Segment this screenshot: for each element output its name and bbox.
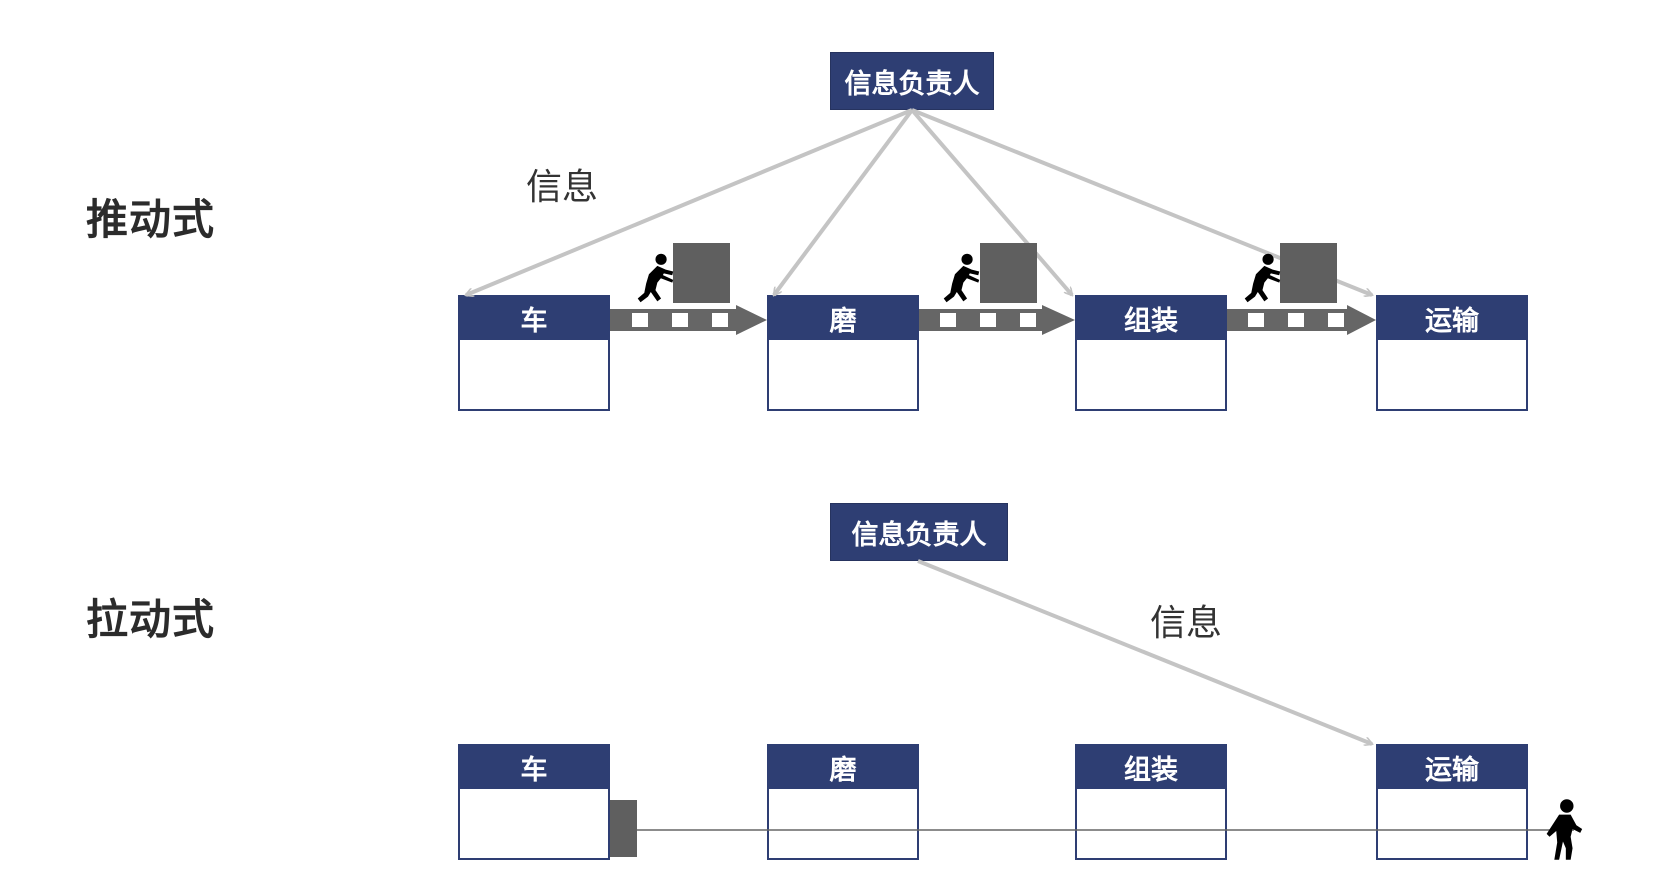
conveyor-arrow-icon — [1227, 305, 1376, 335]
push-info-label: 信息 — [526, 167, 599, 208]
pull-coordinator-box: 信息负责人 — [830, 503, 1008, 561]
pull-station-grinding: 磨 — [767, 744, 919, 860]
push-station-grinding: 磨 — [767, 295, 919, 411]
pushing-worker-icon — [943, 253, 980, 303]
pulling-worker-icon — [1546, 799, 1583, 860]
package-icon — [673, 243, 730, 303]
package-icon — [610, 800, 637, 857]
station-title: 车 — [460, 746, 608, 789]
conveyor-arrow-icon — [610, 305, 767, 335]
push-arrow-to-grinding — [772, 108, 914, 295]
pull-station-transport: 运输 — [1376, 744, 1528, 860]
station-title: 运输 — [1378, 297, 1526, 340]
push-coordinator-box: 信息负责人 — [830, 52, 994, 110]
package-icon — [1280, 243, 1337, 303]
pull-info-label: 信息 — [1150, 603, 1223, 644]
push-station-transport: 运输 — [1376, 295, 1528, 411]
push-section-label: 推动式 — [86, 195, 216, 244]
push-arrow-to-turning — [466, 108, 913, 295]
push-station-turning: 车 — [458, 295, 610, 411]
station-title: 组装 — [1077, 746, 1225, 789]
station-title: 磨 — [769, 297, 917, 340]
pull-arrow-to-transport — [917, 559, 1372, 744]
pushing-worker-icon — [637, 253, 674, 303]
station-title: 运输 — [1378, 746, 1526, 789]
push-station-assembly: 组装 — [1075, 295, 1227, 411]
station-title: 磨 — [769, 746, 917, 789]
station-title: 车 — [460, 297, 608, 340]
station-title: 组装 — [1077, 297, 1225, 340]
push-info-arrows — [466, 108, 1372, 295]
pull-station-turning: 车 — [458, 744, 610, 860]
push-arrow-to-assembly — [910, 108, 1072, 295]
conveyor-arrow-icon — [919, 305, 1075, 335]
package-icon — [980, 243, 1037, 303]
pull-section-label: 拉动式 — [86, 595, 216, 644]
pull-station-assembly: 组装 — [1075, 744, 1227, 860]
pushing-worker-icon — [1244, 253, 1281, 303]
